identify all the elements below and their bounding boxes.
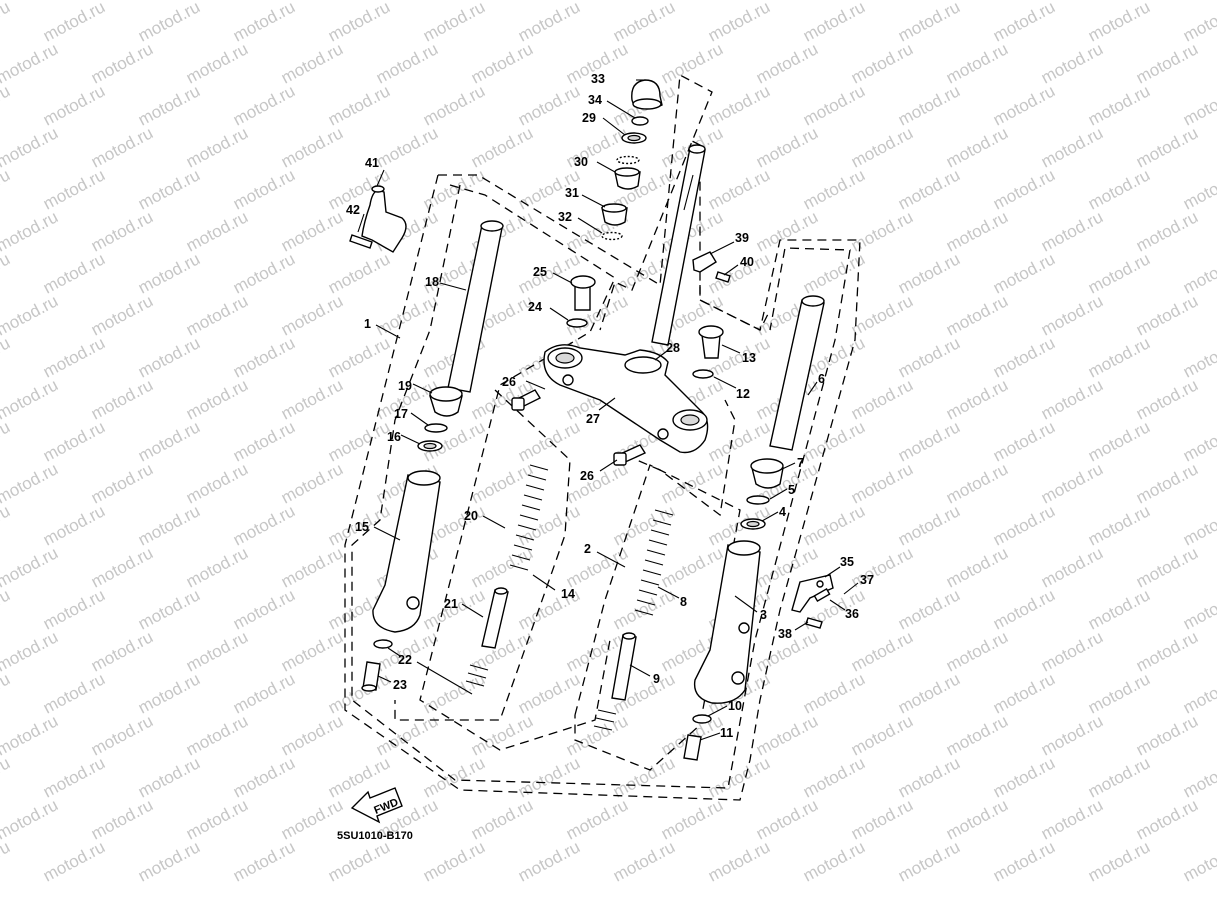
callout-5: 5 xyxy=(788,483,795,497)
callout-33: 33 xyxy=(591,72,605,86)
callout-30: 30 xyxy=(574,155,588,169)
callout-11: 11 xyxy=(720,726,733,740)
callout-37: 37 xyxy=(860,573,874,587)
bolts-and-rings xyxy=(511,275,724,466)
callout-16: 16 xyxy=(387,430,401,444)
callout-40: 40 xyxy=(740,255,754,269)
callout-8: 8 xyxy=(680,595,687,609)
callout-27: 27 xyxy=(586,412,600,426)
callout-18: 18 xyxy=(425,275,439,289)
steering-head-parts xyxy=(601,79,663,241)
callout-36: 36 xyxy=(845,607,859,621)
callout-31: 31 xyxy=(565,186,579,200)
fwd-arrow-icon: FWD xyxy=(350,787,403,824)
callout-28: 28 xyxy=(666,341,680,355)
callout-38: 38 xyxy=(778,627,792,641)
callout-29: 29 xyxy=(582,111,596,125)
callout-21: 21 xyxy=(444,597,458,611)
callout-1: 1 xyxy=(364,317,371,331)
assembly-outlines xyxy=(344,73,861,801)
handlebar-holder xyxy=(349,185,407,253)
callout-20: 20 xyxy=(464,509,478,523)
callout-9: 9 xyxy=(653,672,660,686)
callout-24: 24 xyxy=(528,300,542,314)
callout-32: 32 xyxy=(558,210,572,224)
callout-41: 41 xyxy=(365,156,379,170)
callout-23: 23 xyxy=(393,678,407,692)
callout-14: 14 xyxy=(561,587,575,601)
callout-17: 17 xyxy=(394,407,408,421)
callout-labels: 1 2 3 4 5 6 7 8 9 10 11 12 13 14 15 16 1… xyxy=(346,72,874,740)
diagram-code: 5SU1010-B170 xyxy=(337,830,413,842)
brake-hose-brackets xyxy=(692,251,834,629)
callout-3: 3 xyxy=(760,608,767,622)
callout-6: 6 xyxy=(818,372,825,386)
leader-lines xyxy=(357,79,859,741)
callout-19: 19 xyxy=(398,379,412,393)
callout-26b: 26 xyxy=(580,469,594,483)
callout-25: 25 xyxy=(533,265,547,279)
callout-42: 42 xyxy=(346,203,360,217)
left-fork-spring xyxy=(465,464,549,687)
callout-39: 39 xyxy=(735,231,749,245)
callout-13: 13 xyxy=(742,351,756,365)
right-fork-spring xyxy=(593,509,674,731)
steering-stem xyxy=(651,144,706,346)
callout-7: 7 xyxy=(797,456,804,470)
callout-4: 4 xyxy=(779,505,786,519)
callout-34: 34 xyxy=(588,93,602,107)
callout-2: 2 xyxy=(584,542,591,556)
right-fork-leg xyxy=(683,295,825,761)
callout-26a: 26 xyxy=(502,375,516,389)
callout-10: 10 xyxy=(728,699,742,713)
callout-15: 15 xyxy=(355,520,369,534)
callout-12: 12 xyxy=(736,387,750,401)
callout-22: 22 xyxy=(398,653,412,667)
callout-35: 35 xyxy=(840,555,854,569)
under-bracket xyxy=(543,344,709,454)
left-fork-leg xyxy=(361,220,504,692)
